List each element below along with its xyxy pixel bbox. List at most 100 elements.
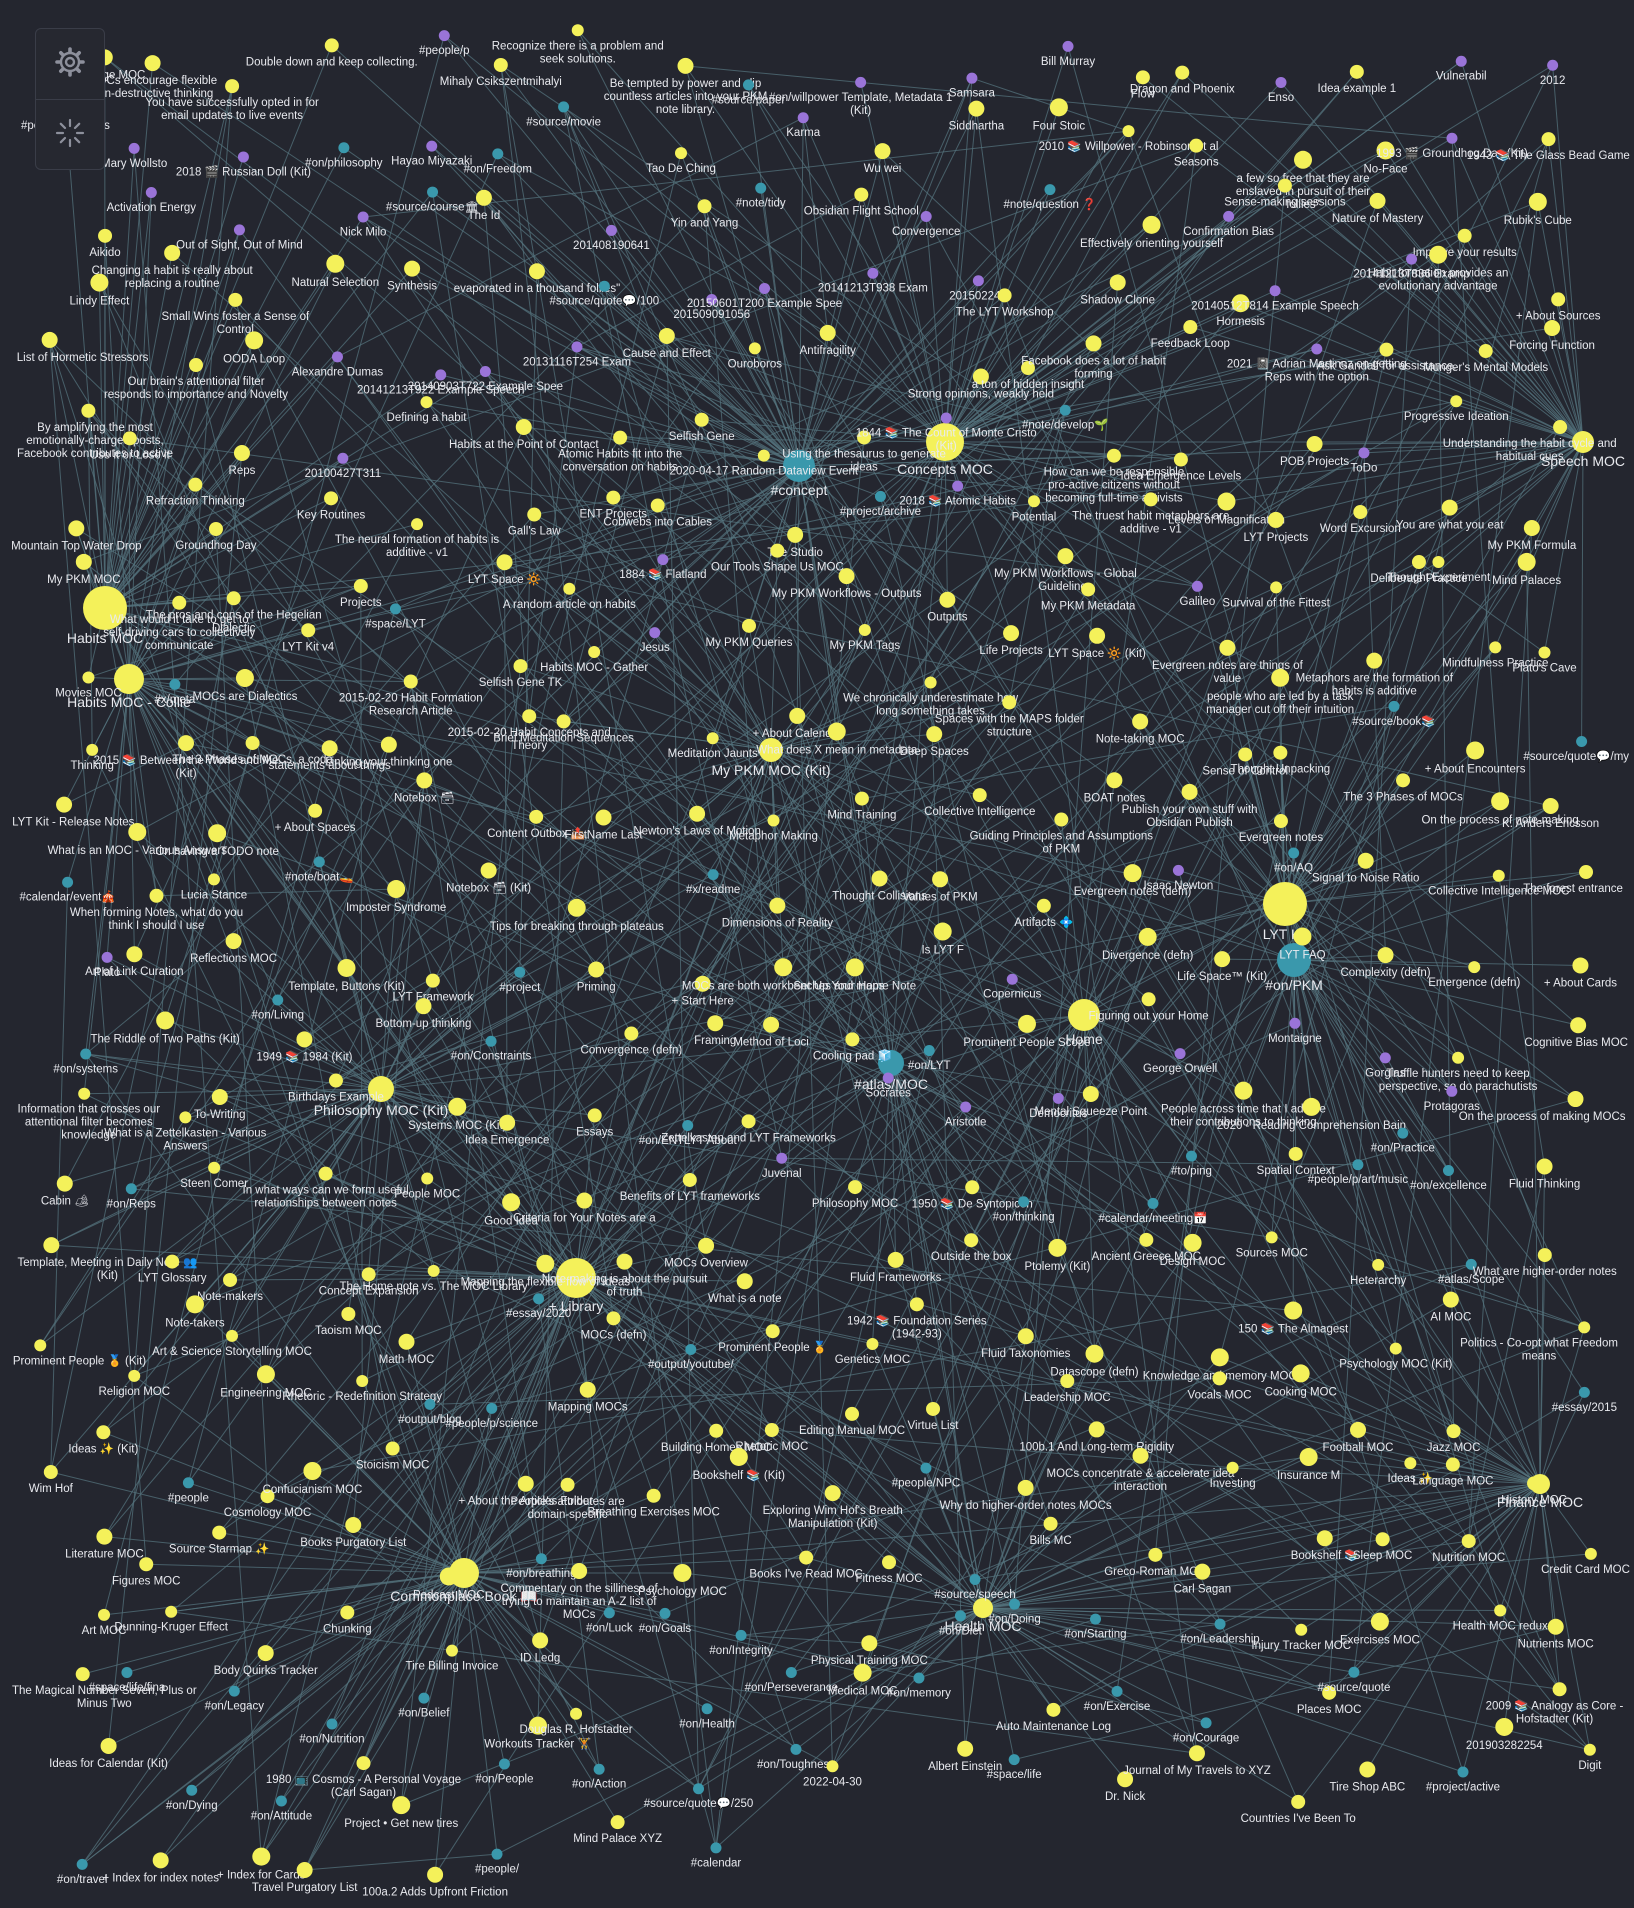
graph-node[interactable]: Concepts MOC	[897, 423, 993, 477]
note-node-dot[interactable]	[1048, 1238, 1067, 1257]
graph-node[interactable]: Sense-making sessions	[1224, 178, 1346, 209]
tag-node-dot[interactable]	[1547, 59, 1559, 71]
note-node-dot[interactable]	[1139, 1232, 1154, 1247]
note-node-dot[interactable]	[522, 709, 537, 724]
graph-node[interactable]: Criteria for Your Notes are a	[513, 1192, 656, 1225]
note-node-dot[interactable]	[1122, 125, 1135, 138]
note-node-dot[interactable]	[1461, 1534, 1476, 1549]
graph-node[interactable]: Genetics MOC	[835, 1337, 910, 1366]
graph-node[interactable]: #to/ping	[1171, 1150, 1212, 1178]
note-node-dot[interactable]	[208, 522, 223, 537]
graph-node[interactable]: 20140903T722 Example Spee	[408, 365, 563, 393]
graph-node[interactable]: Reflections MOC	[190, 933, 277, 965]
graph-node[interactable]: Chunking	[323, 1605, 372, 1635]
folder-node-dot[interactable]	[228, 1685, 240, 1697]
graph-node[interactable]: Levels of Magnification	[1168, 492, 1285, 527]
graph-node[interactable]: Bookshelf 📚	[1291, 1530, 1359, 1562]
note-node-dot[interactable]	[1273, 745, 1288, 760]
note-node-dot[interactable]	[324, 38, 339, 53]
note-node-dot[interactable]	[96, 1528, 113, 1545]
graph-node[interactable]: #on/breathing	[506, 1553, 577, 1580]
graph-node[interactable]: Mental Squeeze Point	[1035, 1085, 1148, 1118]
graph-node[interactable]: + Library	[549, 1258, 604, 1314]
graph-node[interactable]: 20141213T922 Example Speech	[357, 369, 525, 396]
graph-node[interactable]: Note-takers	[165, 1295, 225, 1329]
note-node-dot[interactable]	[1411, 555, 1426, 570]
graph-node[interactable]: Fluid Taxonomies	[981, 1328, 1071, 1360]
graph-node[interactable]: Use it or Lose it	[90, 431, 171, 461]
graph-node[interactable]: Divergence (defn)	[1102, 927, 1194, 962]
graph-node[interactable]: Virtue List	[908, 1401, 960, 1432]
note-node-dot[interactable]	[932, 871, 949, 888]
graph-node[interactable]: Vocals MOC	[1188, 1371, 1252, 1401]
folder-node-dot[interactable]	[182, 1477, 194, 1489]
graph-node[interactable]: Leadership MOC	[1024, 1374, 1111, 1404]
graph-node[interactable]: #on/Attitude	[251, 1795, 312, 1823]
note-node-dot[interactable]	[43, 1465, 58, 1480]
graph-node[interactable]: Strong opinions, weakly held	[908, 368, 1054, 401]
note-node-dot[interactable]	[1541, 132, 1556, 147]
tag-node-dot[interactable]	[1269, 285, 1281, 297]
note-node-dot[interactable]	[445, 1644, 458, 1657]
graph-node[interactable]: Mind Training	[827, 791, 896, 822]
graph-node[interactable]: #on/Luck	[586, 1607, 633, 1634]
tag-node-dot[interactable]	[759, 282, 771, 294]
note-node-dot[interactable]	[1148, 1547, 1163, 1562]
graph-node[interactable]: #source/paper	[712, 79, 786, 106]
graph-node[interactable]: Meditation Jaunts	[668, 732, 758, 760]
tag-node-dot[interactable]	[128, 142, 140, 154]
note-node-dot[interactable]	[926, 726, 943, 743]
note-node-dot[interactable]	[824, 1485, 841, 1502]
tag-node-dot[interactable]	[1275, 76, 1287, 88]
graph-node[interactable]: Munger's Mental Models	[1423, 344, 1548, 374]
folder-node-dot[interactable]	[535, 1553, 547, 1565]
graph-node[interactable]: Football MOC	[1323, 1421, 1394, 1454]
graph-node[interactable]: Four Stoic	[1033, 98, 1086, 132]
note-node-dot[interactable]	[189, 358, 204, 373]
note-node-dot[interactable]	[1542, 797, 1559, 814]
note-node-dot[interactable]	[1265, 1231, 1278, 1244]
graph-node[interactable]: Refraction Thinking	[146, 477, 245, 508]
graph-node[interactable]: Nutrients MOC	[1518, 1618, 1594, 1651]
note-node-dot[interactable]	[1495, 1717, 1514, 1736]
tag-node-dot[interactable]	[776, 1152, 788, 1164]
graph-node[interactable]: Survival of the Fittest	[1222, 581, 1331, 609]
graph-node[interactable]: Thought Collisions	[832, 870, 927, 902]
graph-node[interactable]: LYT Space 🔆 (Kit)	[1048, 627, 1146, 660]
folder-node-dot[interactable]	[1457, 1766, 1469, 1778]
graph-node[interactable]: Emergence (defn)	[1428, 961, 1520, 989]
note-node-dot[interactable]	[675, 147, 688, 160]
graph-node[interactable]: Countries I've Been To	[1241, 1794, 1356, 1825]
graph-node[interactable]: Mapping MOCs	[548, 1381, 628, 1414]
graph-node[interactable]: The LYT Workshop	[956, 288, 1054, 318]
note-node-dot[interactable]	[1138, 927, 1157, 946]
note-node-dot[interactable]	[882, 1555, 897, 1570]
graph-node[interactable]: 100a.2 Adds Upfront Friction	[362, 1866, 508, 1899]
graph-node[interactable]: Tire Shop ABC	[1330, 1761, 1406, 1793]
folder-node-dot[interactable]	[125, 1183, 137, 1195]
tag-node-dot[interactable]	[237, 151, 249, 163]
graph-node[interactable]: Mary Wollsto	[101, 142, 167, 170]
graph-node[interactable]: You are what you eat	[1396, 499, 1504, 532]
note-node-dot[interactable]	[1123, 864, 1142, 883]
note-node-dot[interactable]	[1494, 1604, 1507, 1617]
note-node-dot[interactable]	[757, 449, 770, 462]
note-node-dot[interactable]	[179, 1111, 192, 1124]
folder-node-dot[interactable]	[790, 1743, 802, 1755]
note-node-dot[interactable]	[819, 324, 836, 341]
graph-node[interactable]: Gall's Law	[508, 507, 561, 538]
graph-node[interactable]: OODA Loop	[223, 331, 285, 365]
note-node-dot[interactable]	[1173, 452, 1188, 467]
graph-node[interactable]: LYT Kit - Release Notes	[12, 796, 135, 829]
graph-node[interactable]: #on/Health	[679, 1703, 735, 1730]
note-node-dot[interactable]	[403, 674, 418, 689]
folder-node-dot[interactable]	[1352, 1159, 1364, 1171]
note-node-dot[interactable]	[1017, 1479, 1034, 1496]
note-node-dot[interactable]	[345, 1516, 362, 1533]
graph-node[interactable]: Gorgias	[1365, 1052, 1406, 1079]
